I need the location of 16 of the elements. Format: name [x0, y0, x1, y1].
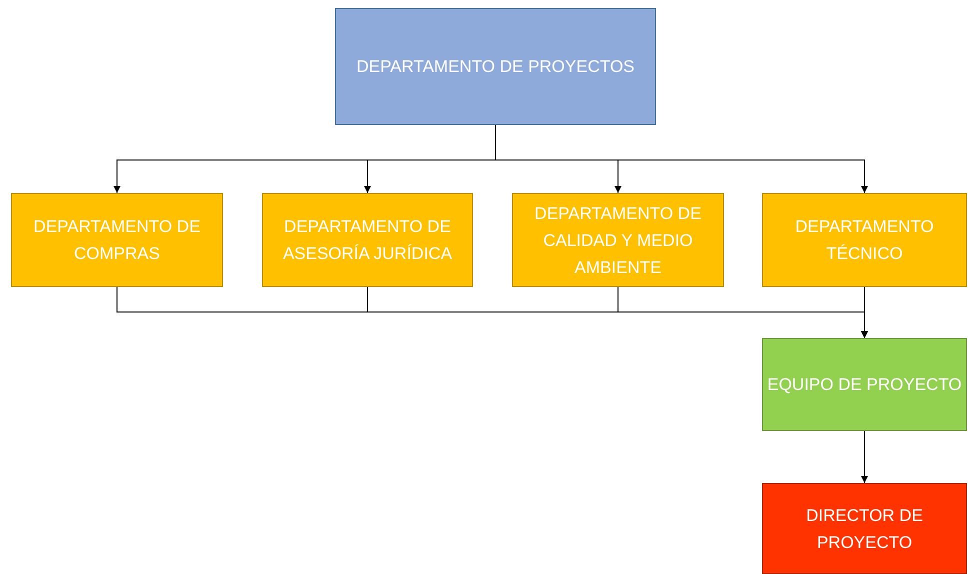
org-box: [762, 193, 967, 287]
box-label: EQUIPO DE PROYECTO: [767, 374, 962, 396]
box-label: DEPARTAMENTO DE ASESORÍA JURÍDICA: [282, 216, 454, 265]
box-label: DIRECTOR DE PROYECTO: [805, 504, 924, 554]
box-label: DEPARTAMENTO DE PROYECTOS: [356, 56, 635, 78]
box-label: DEPARTAMENTO TÉCNICO: [794, 216, 935, 265]
connector-arrow: [861, 430, 868, 484]
connector-arrow: [861, 286, 868, 338]
box-label: DEPARTAMENTO DE CALIDAD Y MEDIO AMBIENTE: [534, 202, 702, 278]
org-box: [262, 193, 473, 287]
box-label: DEPARTAMENTO DE COMPRAS: [32, 216, 202, 265]
org-box: [762, 338, 967, 431]
org-box: [762, 483, 967, 574]
org-box: [335, 8, 656, 125]
org-box: [512, 193, 724, 287]
org-box: [11, 193, 223, 287]
